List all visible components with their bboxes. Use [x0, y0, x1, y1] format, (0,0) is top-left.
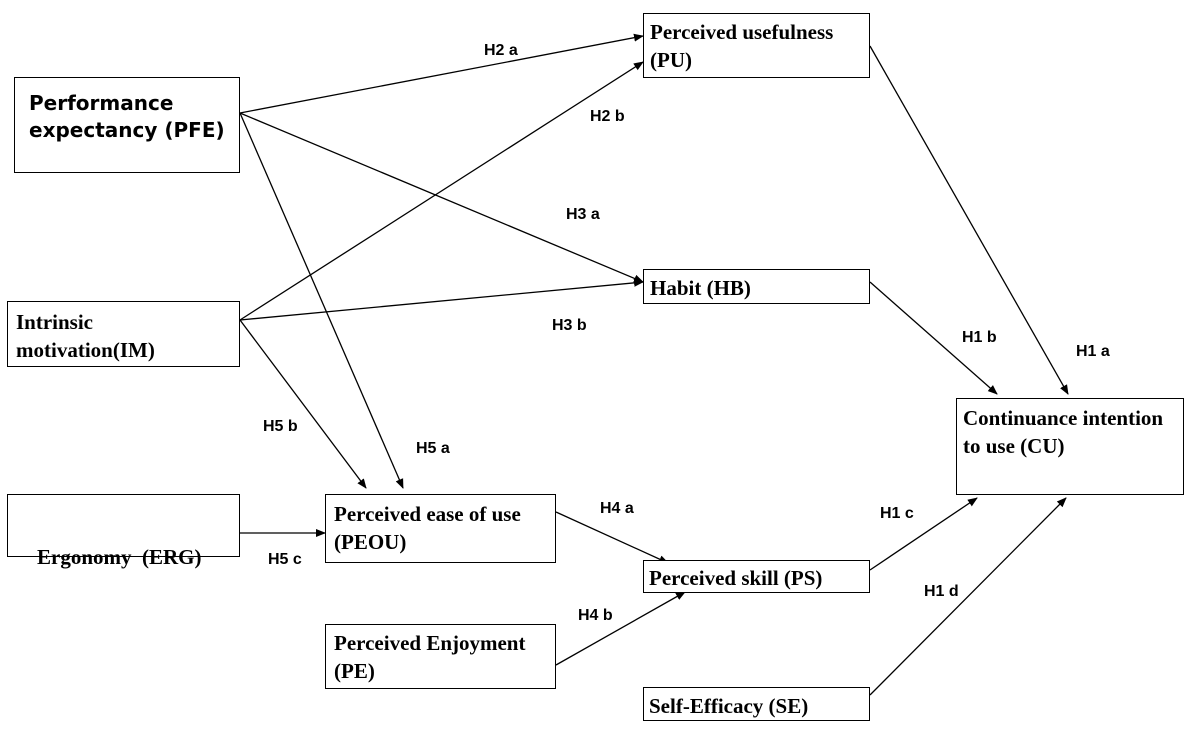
node-pe: Perceived Enjoyment (PE): [325, 624, 556, 689]
node-erg: Ergonomy (ERG): [7, 494, 240, 569]
node-im-label: Intrinsic motivation(IM): [16, 310, 155, 363]
edge-pfe-pu: [239, 33, 644, 114]
node-erg-label: Ergonomy (ERG): [37, 545, 202, 570]
node-hb: Habit (HB): [643, 269, 870, 304]
label-h5a: H5 a: [416, 440, 450, 457]
label-h3b: H3 b: [552, 317, 587, 334]
edge-pfe-hb: [239, 112, 644, 283]
edge-hb-cu: [869, 281, 998, 395]
edge-ps-cu: [869, 497, 978, 571]
edge-se-cu: [869, 497, 1067, 696]
node-pe-label: Perceived Enjoyment (PE): [334, 631, 526, 684]
edge-im-pu: [239, 61, 644, 321]
node-pfe-label: Performance expectancy (PFE): [29, 91, 225, 142]
label-h4a: H4 a: [600, 500, 634, 517]
edge-im-hb: [239, 278, 644, 321]
node-pfe: Performance expectancy (PFE): [14, 77, 240, 173]
node-cu-label: Continuance intention to use (CU): [963, 406, 1164, 459]
label-h2a: H2 a: [484, 42, 518, 59]
label-h2b: H2 b: [590, 108, 625, 125]
node-ps: Perceived skill (PS): [643, 560, 870, 593]
node-pu-label: Perceived usefulness (PU): [650, 20, 834, 73]
node-se-label: Self-Efficacy (SE): [649, 694, 809, 718]
node-se: Self-Efficacy (SE): [643, 687, 870, 721]
label-h3a: H3 a: [566, 206, 600, 223]
node-ps-label: Perceived skill (PS): [649, 566, 823, 590]
edge-pfe-peou: [239, 112, 404, 489]
edge-pe-ps: [555, 591, 686, 666]
label-h1b: H1 b: [962, 329, 997, 346]
label-h1a: H1 a: [1076, 343, 1110, 360]
label-h5c: H5 c: [268, 551, 302, 568]
label-h1d: H1 d: [924, 583, 959, 600]
edge-peou-ps: [555, 511, 669, 564]
node-peou-label: Perceived ease of use (PEOU): [334, 502, 521, 555]
label-h4b: H4 b: [578, 607, 613, 624]
node-peou: Perceived ease of use (PEOU): [325, 494, 556, 563]
node-pu: Perceived usefulness (PU): [643, 13, 870, 78]
edge-pu-cu: [869, 45, 1069, 395]
node-cu: Continuance intention to use (CU): [956, 398, 1184, 495]
edge-im-peou: [239, 319, 367, 489]
node-im: Intrinsic motivation(IM): [7, 301, 240, 367]
label-h1c: H1 c: [880, 505, 914, 522]
label-h5b: H5 b: [263, 418, 298, 435]
node-hb-label: Habit (HB): [650, 276, 751, 300]
